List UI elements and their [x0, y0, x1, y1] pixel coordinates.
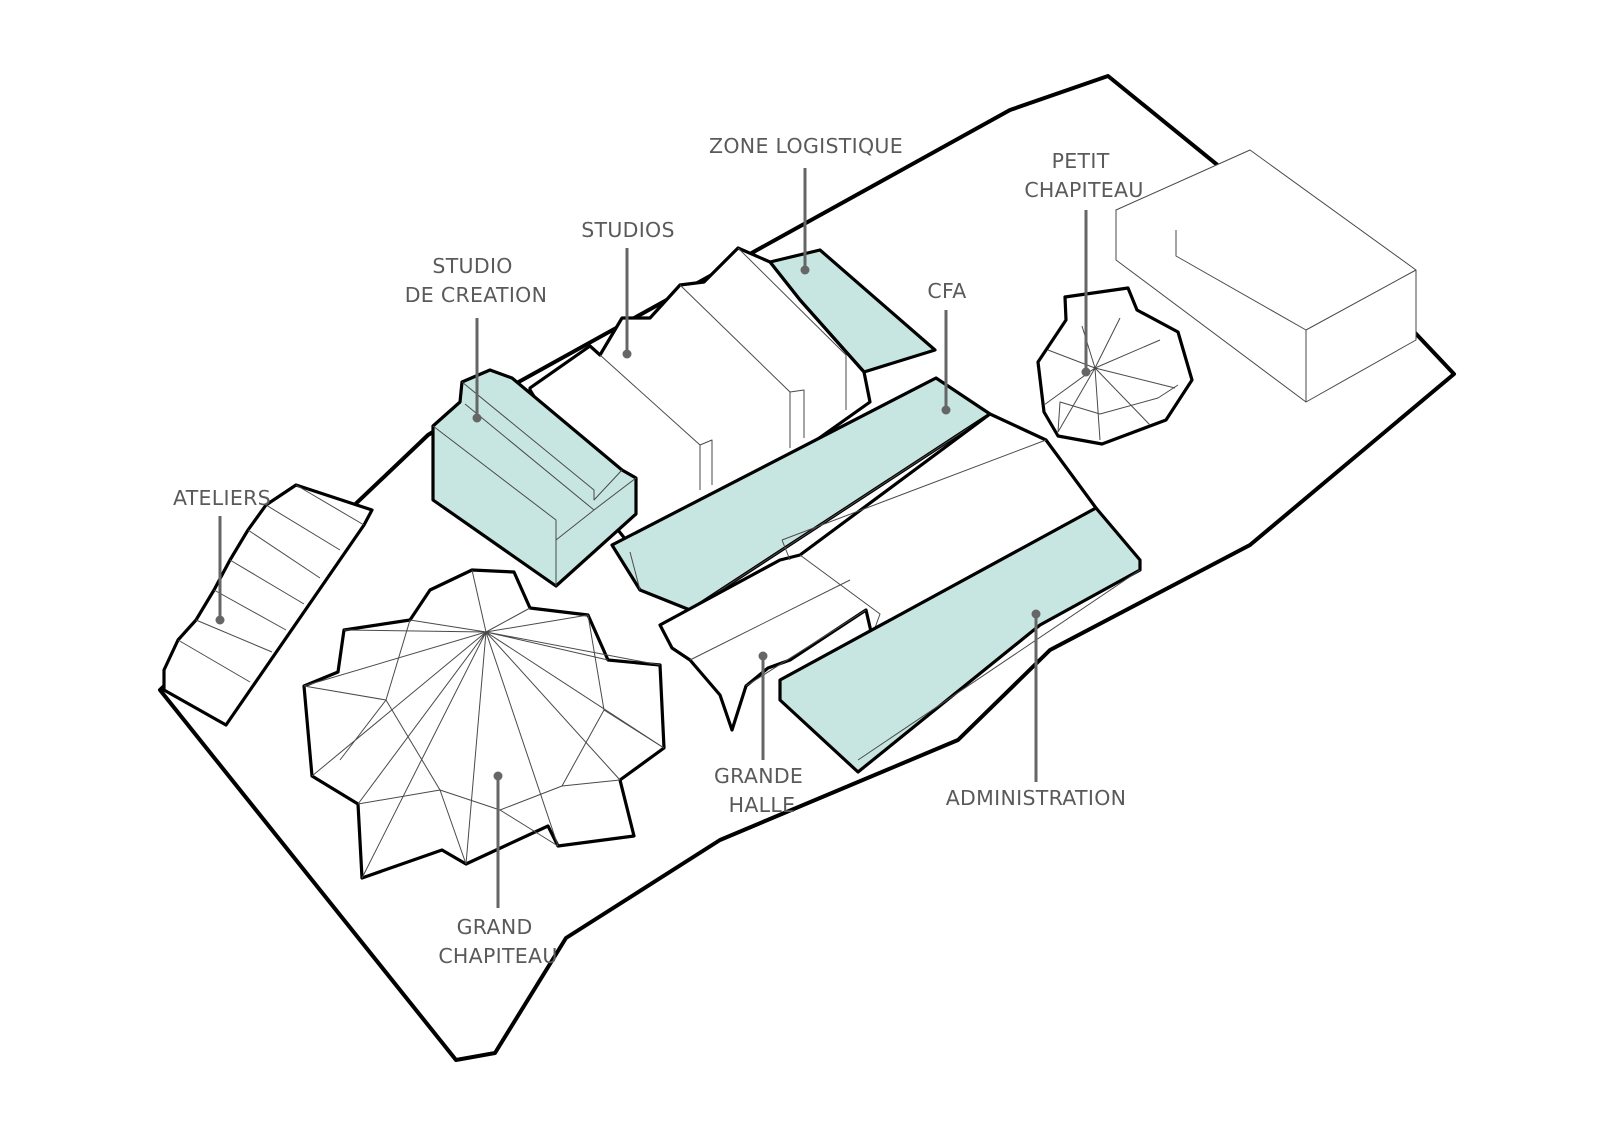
label-ateliers: ATELIERS [173, 486, 271, 510]
cfa-block [610, 376, 992, 612]
building-back-right [1115, 149, 1417, 403]
petit-chapiteau [1036, 286, 1194, 446]
label-studio-de-creation: STUDIO DE CREATION [405, 254, 548, 307]
label-zone-logistique: ZONE LOGISTIQUE [709, 134, 903, 158]
label-studios: STUDIOS [581, 218, 675, 242]
ateliers-block [162, 483, 374, 727]
label-grand-chapiteau: GRAND CHAPITEAU [438, 915, 557, 968]
grand-chapiteau [302, 568, 666, 880]
studio-de-creation-block [431, 368, 638, 588]
leaders [215, 168, 1091, 908]
label-grande-halle: GRANDE HALLE [714, 764, 810, 817]
label-petit-chapiteau: PETIT CHAPITEAU [1024, 149, 1143, 202]
label-administration: ADMINISTRATION [946, 786, 1127, 810]
label-cfa: CFA [927, 279, 966, 303]
administration-block [778, 506, 1142, 774]
grande-halle-block [658, 412, 1098, 732]
